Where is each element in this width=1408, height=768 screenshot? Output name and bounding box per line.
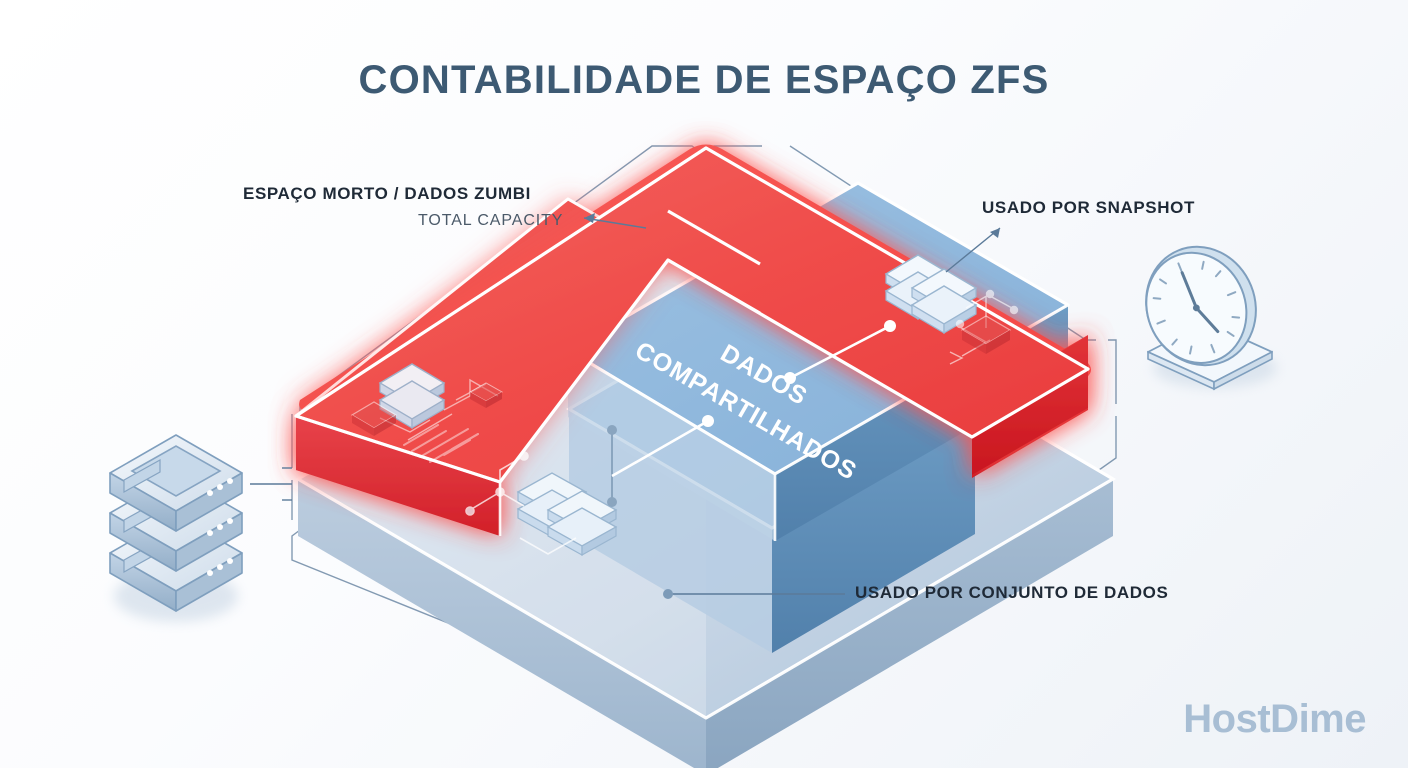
- rack-connector-line: [250, 467, 292, 501]
- hostdime-logo: HostDime: [1183, 697, 1366, 741]
- dataset-circuitry: [465, 451, 577, 555]
- callout-lines: [583, 213, 1001, 599]
- stacked-disks-icon: [378, 363, 446, 430]
- snapshot-disks-icon: [884, 254, 978, 335]
- label-used-by-dataset: USADO POR CONJUNTO DE DADOS: [855, 583, 1169, 602]
- node-chip-icon: [350, 401, 398, 436]
- dataset-disks-icon: [516, 472, 618, 557]
- page-title: CONTABILIDADE DE ESPAÇO ZFS: [358, 58, 1050, 102]
- label-total-capacity: TOTAL CAPACITY: [418, 212, 564, 229]
- snapshot-chip-icon: [960, 315, 1012, 354]
- node-chip-icon-2: [468, 382, 504, 408]
- red-slab-datalines: [403, 424, 479, 463]
- label-used-by-snapshot: USADO POR SNAPSHOT: [982, 198, 1195, 217]
- label-dead-space: ESPAÇO MORTO / DADOS ZUMBI: [243, 184, 531, 203]
- red-blue-seam: [667, 209, 761, 266]
- height-arrow: [607, 425, 617, 507]
- server-rack-icon: [109, 434, 243, 622]
- clock-icon: [1145, 245, 1277, 391]
